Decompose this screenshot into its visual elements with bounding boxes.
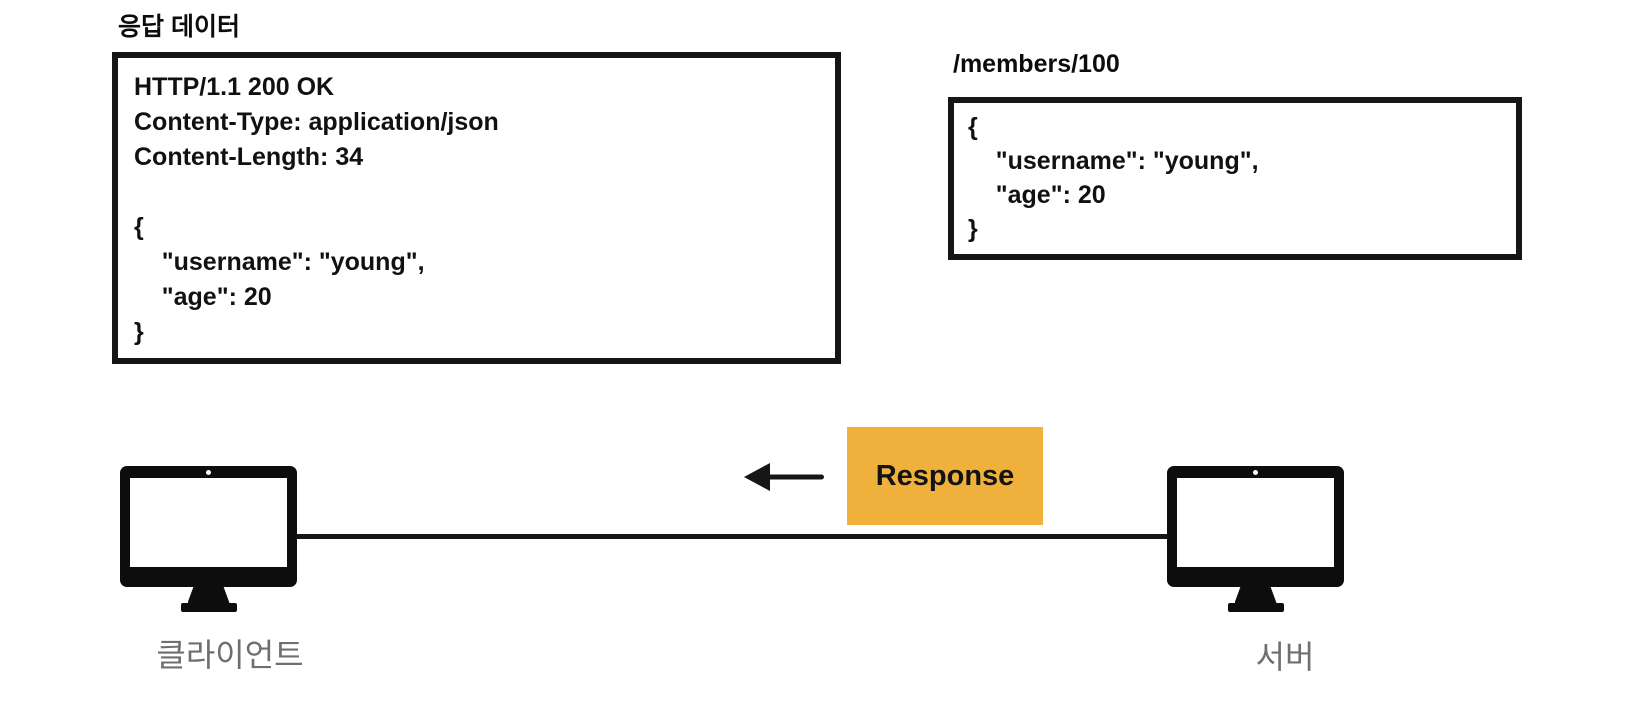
response-chip: Response [847, 427, 1043, 525]
content-type-header-line: Content-Type: application/json [134, 108, 499, 136]
json-username-line: "username": "young", [134, 248, 425, 276]
monitor-camera-dot [1253, 470, 1258, 475]
monitor-stand-base [1227, 603, 1284, 612]
json-close-brace-line: } [134, 318, 144, 346]
content-length-header-line: Content-Length: 34 [134, 143, 364, 171]
monitor-stand-neck [1234, 587, 1277, 603]
response-panel-title: 응답 데이터 [118, 13, 240, 41]
json-username-line: "username": "young", [968, 147, 1259, 175]
response-panel-box: HTTP/1.1 200 OK Content-Type: applicatio… [112, 52, 841, 364]
server-monitor-icon [1167, 466, 1344, 613]
json-close-brace-line: } [968, 215, 978, 243]
resource-panel-box: { "username": "young", "age": 20 } [948, 97, 1522, 260]
resource-path-title: /members/100 [953, 50, 1120, 78]
monitor-screen [1177, 478, 1334, 567]
monitor-stand-neck [187, 587, 230, 603]
server-label: 서버 [1255, 639, 1315, 675]
json-age-line: "age": 20 [134, 283, 272, 311]
json-open-brace-line: { [968, 113, 978, 141]
client-monitor-icon [120, 466, 297, 613]
blank-line [134, 175, 819, 210]
left-arrow-icon [744, 463, 824, 491]
json-age-line: "age": 20 [968, 181, 1106, 209]
monitor-stand-base [180, 603, 237, 612]
json-open-brace-line: { [134, 213, 144, 241]
http-status-line: HTTP/1.1 200 OK [134, 73, 335, 101]
monitor-screen [130, 478, 287, 567]
monitor-camera-dot [206, 470, 211, 475]
connection-line [294, 534, 1172, 539]
client-label: 클라이언트 [156, 637, 304, 673]
